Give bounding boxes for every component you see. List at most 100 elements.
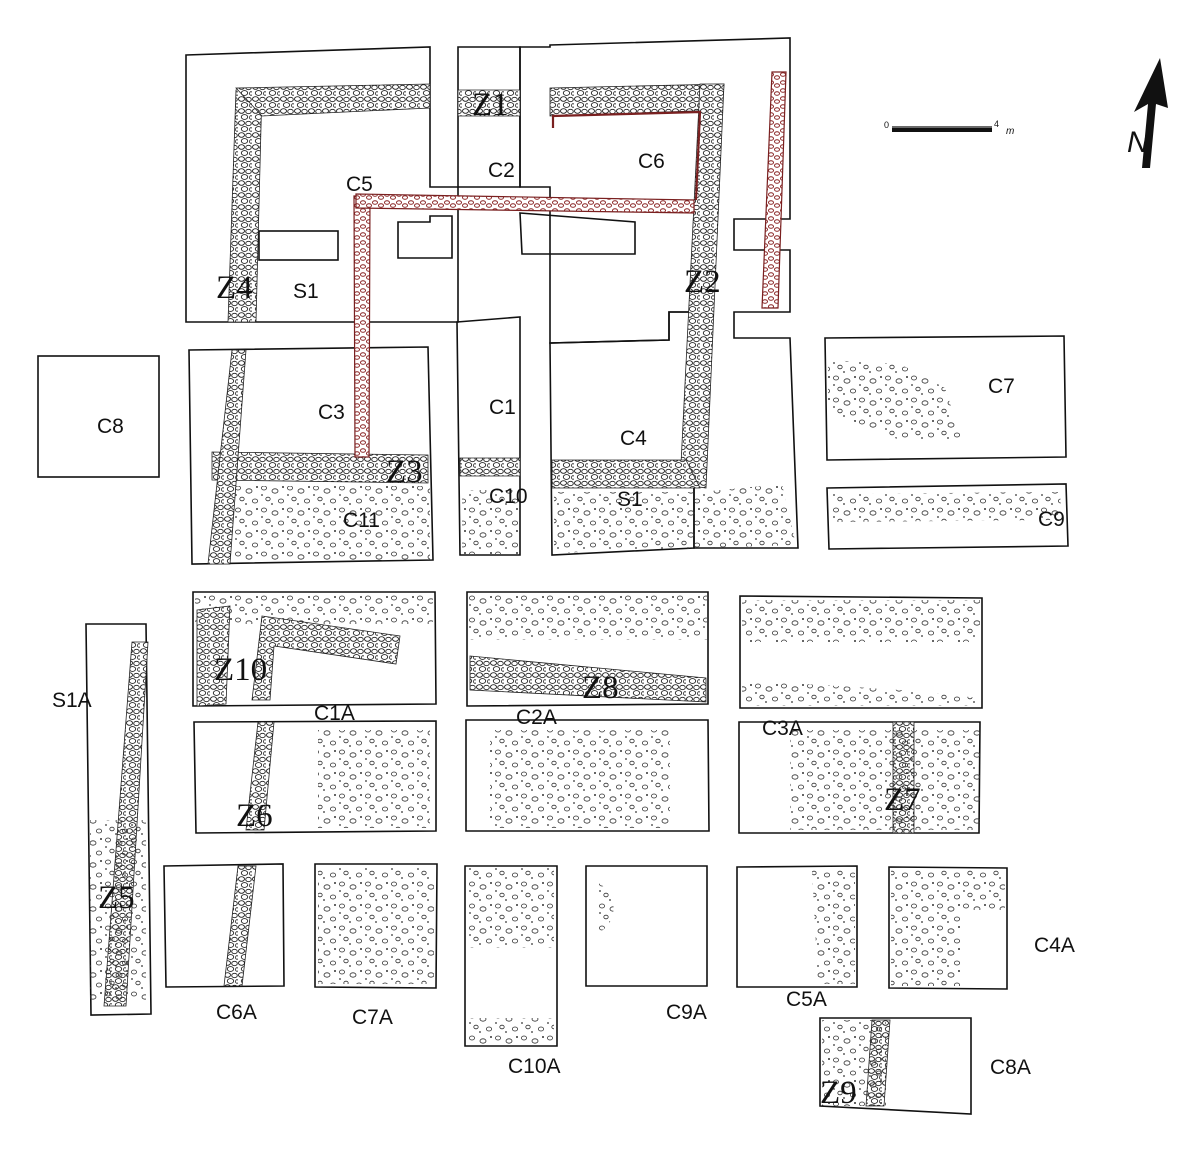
wall-z10-arm: [251, 615, 401, 701]
label-c11: C11: [343, 509, 380, 532]
label-c5: C5: [346, 173, 373, 196]
trench-c7: [824, 335, 1067, 461]
rubble-c2a-top: [469, 594, 707, 640]
trenches-middle-a: [192, 591, 983, 709]
label-c1: C1: [489, 396, 516, 419]
trench-c2a: [466, 591, 709, 707]
rubble-c10a-bottom: [468, 1018, 554, 1044]
wall-c5-red-ns: [353, 195, 371, 458]
rubble-s1: [554, 484, 796, 553]
rubble-c11: [232, 486, 430, 560]
rubble-c4a: [891, 870, 1005, 986]
wall-c6-red-outline: [551, 110, 702, 201]
north-arrow: N: [1127, 58, 1168, 168]
wall-c3-west: [207, 349, 247, 565]
inner-features: [258, 212, 636, 261]
trench-c1a-lower: [193, 720, 437, 834]
wall-z3-east: [551, 459, 701, 489]
rubble-c3a-lower: [790, 730, 980, 830]
label-c3: C3: [318, 401, 345, 424]
scale-unit: m: [1006, 126, 1014, 137]
label-z10: Z10: [214, 652, 267, 688]
wall-z2: [679, 83, 725, 489]
label-c3a: C3A: [762, 717, 803, 740]
label-c5a: C5A: [786, 988, 827, 1011]
label-c7: C7: [988, 375, 1015, 398]
label-z5: Z5: [98, 880, 135, 916]
label-s1a: S1A: [52, 689, 92, 712]
north-letter: N: [1127, 126, 1149, 159]
rubble-c9: [830, 492, 1062, 522]
rubble-c1a-lower: [318, 730, 430, 828]
rubble-c7a: [318, 868, 434, 984]
trench-c10a: [464, 865, 558, 1047]
trench-c1-c10: [456, 316, 521, 556]
feature-s1-box: [258, 230, 339, 261]
label-c2: C2: [488, 159, 515, 182]
wall-z1-mid: [457, 89, 521, 117]
rubble-top: [232, 360, 1062, 560]
trench-c4a: [888, 866, 1008, 990]
rubble-c7: [828, 360, 962, 440]
trench-c6a: [163, 863, 285, 988]
rubble-c10: [462, 490, 518, 554]
walls-middle-a: [195, 594, 980, 707]
feature-box-right: [519, 212, 636, 255]
label-c4a: C4A: [1034, 934, 1075, 957]
trench-c6-z2: [519, 37, 799, 549]
label-z6: Z6: [236, 798, 273, 834]
labels: Z1 Z2 Z3 Z4 Z5 Z6 Z7 Z8 Z9 Z10 C1 C2 C3 …: [52, 87, 1075, 1111]
wall-z6-upper: [245, 721, 275, 831]
label-z4: Z4: [216, 270, 253, 306]
rubble-c2a-lower: [490, 730, 670, 828]
label-s1-west: S1: [293, 280, 319, 303]
rubble-c3a-bottom: [742, 680, 980, 706]
label-z7: Z7: [884, 782, 921, 818]
label-c10: C10: [489, 485, 528, 508]
label-c4: C4: [620, 427, 647, 450]
trench-c8a: [819, 1017, 972, 1115]
scale-end: 4: [994, 119, 999, 129]
wall-z8: [469, 655, 707, 703]
label-c9: C9: [1038, 508, 1065, 531]
label-z8: Z8: [582, 670, 619, 706]
wall-c5-red-ew: [355, 193, 695, 214]
label-c10a: C10A: [508, 1055, 561, 1078]
label-c8: C8: [97, 415, 124, 438]
scale-bar: 0 4 m: [884, 119, 1014, 137]
trench-c5a: [736, 865, 858, 988]
label-c2a: C2A: [516, 706, 557, 729]
north-arrow-icon: [1134, 58, 1168, 168]
label-c1a: C1A: [314, 702, 355, 725]
wall-red-causeway: [761, 71, 787, 309]
rubble-c10a-top: [468, 868, 554, 948]
label-c8a: C8A: [990, 1056, 1031, 1079]
rubble-c8a: [822, 1020, 886, 1106]
walls-middle-b: [245, 721, 980, 834]
wall-z1-west: [235, 83, 431, 117]
label-c9a: C9A: [666, 1001, 707, 1024]
label-z9: Z9: [820, 1075, 857, 1111]
wall-z10-west: [196, 605, 231, 707]
rubble-c9a-arc: [596, 882, 614, 934]
scale-start: 0: [884, 120, 889, 130]
rubble-c3a: [742, 600, 980, 642]
label-s1-south: S1: [617, 488, 643, 511]
trench-c7a: [314, 863, 438, 989]
feature-box-mid: [397, 215, 453, 259]
trench-s1a: [85, 623, 152, 1016]
trench-c1a: [192, 591, 437, 707]
rubble-c5a: [812, 870, 855, 984]
wall-z3-mid: [459, 457, 521, 477]
rubble-c1a: [195, 594, 433, 624]
rubble-s1a: [90, 820, 146, 1000]
trench-c3a: [739, 595, 983, 709]
walls-bottom: [223, 865, 1005, 1107]
label-z2: Z2: [684, 264, 721, 300]
label-z3: Z3: [386, 454, 423, 490]
trenches-bottom: [163, 863, 1008, 1115]
label-c6a: C6A: [216, 1001, 257, 1024]
trench-c3-c11: [188, 346, 434, 565]
trench-c8: [37, 355, 160, 478]
